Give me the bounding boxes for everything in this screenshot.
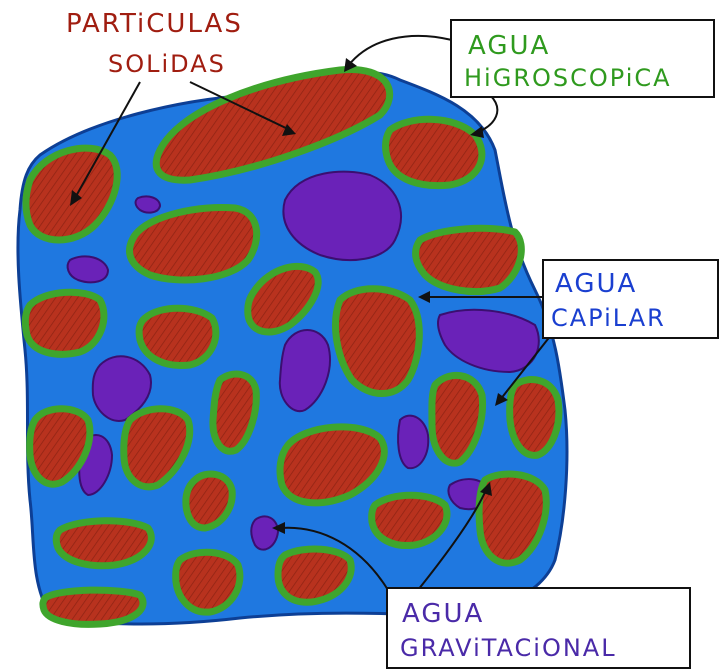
gravitational-pocket	[398, 416, 428, 469]
hygro-label-line1: AGUA	[468, 31, 550, 61]
gravitational-pocket	[136, 196, 160, 212]
solid-particle	[43, 590, 143, 624]
solid-particle	[186, 474, 232, 528]
capillary-label-line1: AGUA	[555, 269, 637, 299]
gravitational-pocket	[251, 516, 278, 549]
solid-particle	[25, 292, 104, 354]
gravitational-label-line1: AGUA	[402, 599, 484, 629]
solid-particle	[139, 308, 216, 365]
capillary-label-line2: CAPiLAR	[551, 304, 666, 332]
hygro-label-line2: HiGROSCOPiCA	[464, 64, 672, 92]
solid-particle	[510, 380, 559, 456]
solid-particle	[386, 119, 482, 185]
solid-particle	[336, 289, 420, 394]
solids-label-line1: PARTiCULAS	[66, 9, 243, 39]
gravitational-pocket	[68, 256, 108, 282]
solid-particle	[56, 521, 151, 566]
solids-label-line2: SOLiDAS	[108, 50, 226, 78]
arrow-hygro-to-film-1	[348, 36, 452, 66]
gravitational-label-line2: GRAViTACiONAL	[400, 634, 617, 662]
solid-particle	[278, 549, 351, 602]
solid-particle	[416, 228, 522, 291]
solid-particle	[176, 552, 240, 612]
solid-particle	[372, 495, 447, 545]
